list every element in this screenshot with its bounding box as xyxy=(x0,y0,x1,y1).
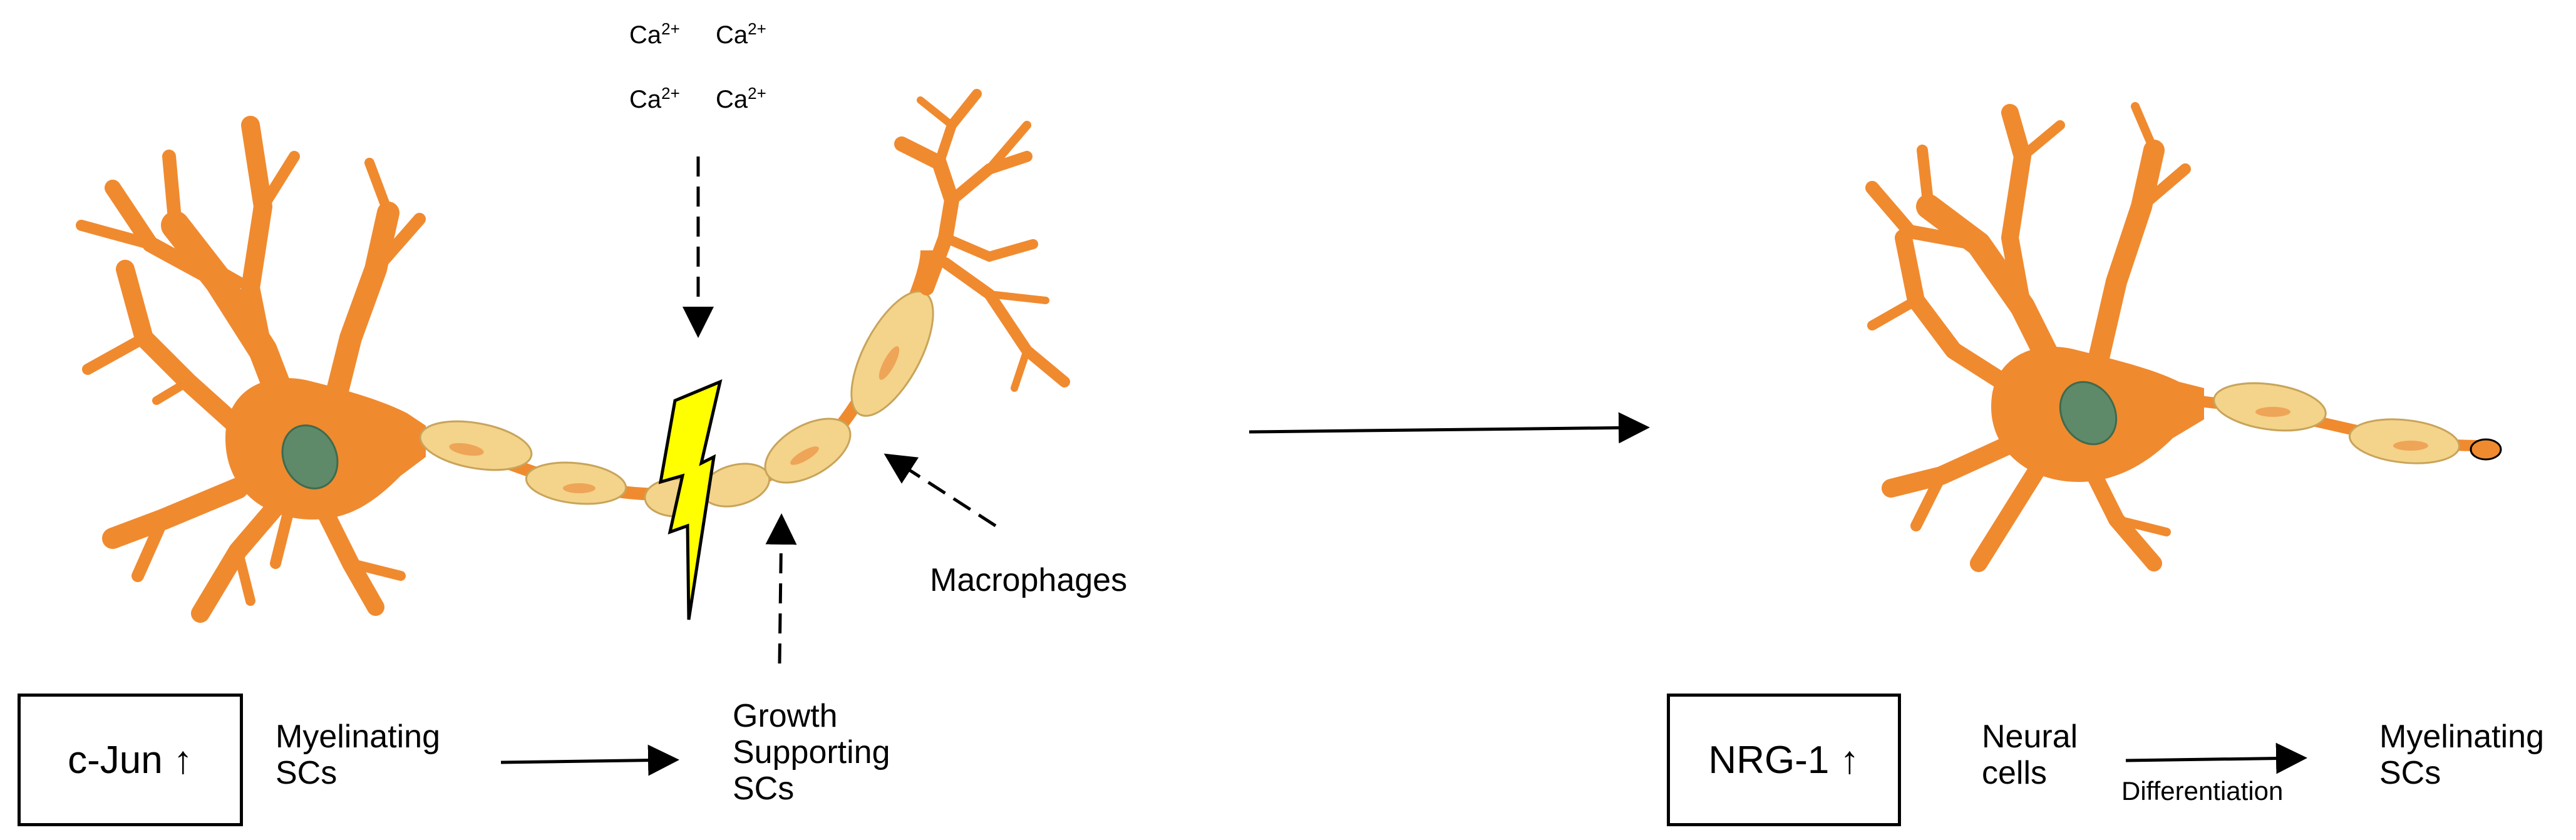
calcium-charge-text: 2+ xyxy=(748,19,766,38)
cjun-box-label: c-Jun ↑ xyxy=(68,738,193,782)
regenerated-neuron xyxy=(1865,102,2502,572)
myelinating-left-line2: SCs xyxy=(276,755,337,792)
myelinating-scs-right-label: Myelinating SCs xyxy=(2379,719,2544,791)
growth-supporting-line1: Growth xyxy=(733,698,838,734)
lightning-bolt-icon xyxy=(658,379,723,620)
calcium-ion-text: Ca xyxy=(629,21,662,49)
growth-supporting-line2: Supporting xyxy=(733,734,890,771)
myelinating-left-line1: Myelinating xyxy=(276,719,441,755)
macrophages-label: Macrophages xyxy=(930,562,1128,598)
differentiation-label: Differentiation xyxy=(2121,776,2284,806)
calcium-charge-text: 2+ xyxy=(748,84,766,103)
growth-supporting-scs-label: Growth Supporting SCs xyxy=(733,698,890,807)
neural-line1: Neural xyxy=(1982,719,2078,755)
myelinating-right-line2: SCs xyxy=(2379,755,2441,792)
calcium-label-2: Ca2+ xyxy=(716,19,766,49)
left-neuron-dendrites xyxy=(76,116,426,623)
distal-myelin-sheaths xyxy=(701,290,934,508)
growth-cone xyxy=(2470,438,2502,461)
neural-cells-label: Neural cells xyxy=(1982,719,2078,791)
nrg1-box: NRG-1 ↑ xyxy=(1667,694,1901,826)
right-myelin-sheaths xyxy=(2213,382,2461,464)
calcium-ion-text: Ca xyxy=(716,86,748,113)
right-neuron-nucleus xyxy=(2059,381,2118,446)
cjun-transition-arrow xyxy=(500,744,679,776)
calcium-charge-text: 2+ xyxy=(661,84,680,103)
growth-sc-arrow xyxy=(765,513,797,664)
differentiation-arrow xyxy=(2125,742,2307,774)
macrophage-arrow xyxy=(884,453,997,528)
calcium-ion-text: Ca xyxy=(629,86,662,113)
regeneration-arrow xyxy=(1249,412,1650,444)
nrg1-box-label: NRG-1 ↑ xyxy=(1708,738,1860,782)
myelinating-right-line1: Myelinating xyxy=(2379,719,2545,755)
calcium-label-1: Ca2+ xyxy=(629,19,680,49)
calcium-ion-text: Ca xyxy=(716,21,748,49)
neural-line2: cells xyxy=(1982,755,2048,792)
calcium-charge-text: 2+ xyxy=(661,19,680,38)
left-axon-terminals xyxy=(894,89,1070,392)
injured-neuron xyxy=(76,89,1070,623)
calcium-label-4: Ca2+ xyxy=(716,84,766,114)
right-neuron-dendrites xyxy=(1865,102,2191,572)
growth-supporting-line3: SCs xyxy=(733,771,795,807)
left-neuron-nucleus xyxy=(281,424,339,489)
cjun-box: c-Jun ↑ xyxy=(18,694,243,826)
myelinating-scs-left-label: Myelinating SCs xyxy=(276,719,440,791)
calcium-label-3: Ca2+ xyxy=(629,84,680,114)
